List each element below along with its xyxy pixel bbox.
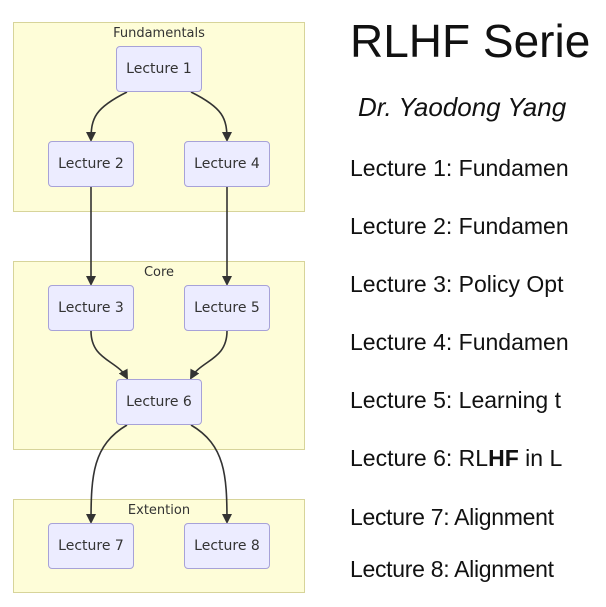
lecture-item-4: Lecture 4: Fundamen: [350, 329, 569, 355]
slide-title: RLHF Serie: [350, 15, 591, 67]
node-lecture-1: Lecture 1: [116, 46, 202, 92]
node-lecture-5: Lecture 5: [184, 285, 270, 331]
group-label-core: Core: [143, 265, 175, 280]
lecture-item-3: Lecture 3: Policy Opt: [350, 271, 564, 297]
group-label-extension: Extention: [127, 503, 191, 518]
lecture-list: Lecture 1: Fundamen Lecture 2: Fundamen …: [350, 0, 606, 607]
node-lecture-2: Lecture 2: [48, 141, 134, 187]
lecture-item-5: Lecture 5: Learning t: [350, 387, 561, 413]
node-lecture-3: Lecture 3: [48, 285, 134, 331]
node-lecture-4: Lecture 4: [184, 141, 270, 187]
lecture-item-1: Lecture 1: Fundamen: [350, 155, 569, 181]
slide-author: Dr. Yaodong Yang: [358, 92, 567, 122]
lecture-item-6: Lecture 6: RLHF in L: [350, 445, 563, 471]
node-lecture-6: Lecture 6: [116, 379, 202, 425]
group-label-fundamentals: Fundamentals: [113, 26, 205, 41]
lecture-item-7: Lecture 7: Alignment: [350, 504, 554, 530]
node-lecture-8: Lecture 8: [184, 523, 270, 569]
lecture-item-8: Lecture 8: Alignment: [350, 556, 554, 582]
node-lecture-7: Lecture 7: [48, 523, 134, 569]
flowchart: Fundamentals Core Extention Lecture 1 Le…: [13, 22, 305, 593]
lecture-item-2: Lecture 2: Fundamen: [350, 213, 569, 239]
